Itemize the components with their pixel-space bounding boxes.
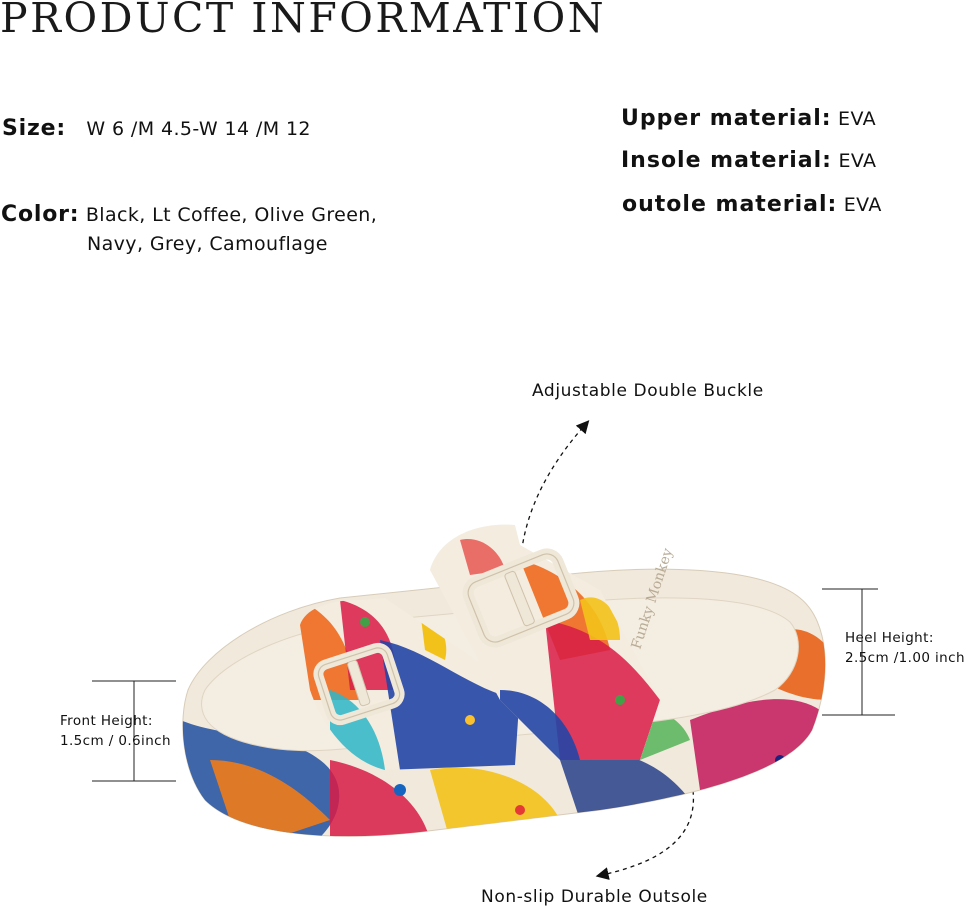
front-height-label: Front Height: [60, 713, 153, 729]
heel-height-callout: Heel Height: 2.5cm /1.00 inch [845, 628, 965, 668]
heel-height-marker [822, 588, 895, 716]
heel-height-value: 2.5cm /1.00 inch [845, 650, 965, 666]
size-spec: Size: W 6 /M 4.5-W 14 /M 12 [2, 116, 311, 141]
insole-material-label: Insole material [621, 148, 823, 173]
outsole-callout: Non-slip Durable Outsole [481, 887, 708, 907]
heel-height-label: Heel Height: [845, 630, 934, 646]
upper-material-label: Upper material [621, 106, 822, 131]
front-height-marker [92, 680, 176, 782]
page-title: PRODUCT INFORMATION [0, 0, 607, 42]
buckle-callout: Adjustable Double Buckle [532, 381, 764, 401]
color-values-line2: Navy, Grey, Camouflage [87, 233, 328, 255]
insole-material-value: EVA [838, 150, 877, 172]
back-buckle [462, 548, 580, 648]
front-height-value: 1.5cm / 0.6inch [60, 733, 171, 749]
size-label: Size [2, 116, 57, 141]
outsole-arrow [595, 774, 695, 880]
color-spec: Color: Black, Lt Coffee, Olive Green, [1, 202, 377, 227]
outsole-material-value: EVA [843, 194, 882, 216]
outsole-material-label: outole material [622, 192, 828, 217]
outsole-material-spec: outole material: EVA [622, 192, 882, 217]
front-buckle [313, 642, 405, 726]
insole-material-spec: Insole material: EVA [621, 148, 877, 173]
color-label: Color: [1, 202, 80, 227]
size-value: W 6 /M 4.5-W 14 /M 12 [86, 118, 311, 140]
color-values-line1: Black, Lt Coffee, Olive Green, [85, 204, 378, 226]
upper-material-spec: Upper material: EVA [621, 106, 877, 131]
front-height-callout: Front Height: 1.5cm / 0.6inch [60, 711, 171, 751]
upper-material-value: EVA [838, 108, 877, 130]
